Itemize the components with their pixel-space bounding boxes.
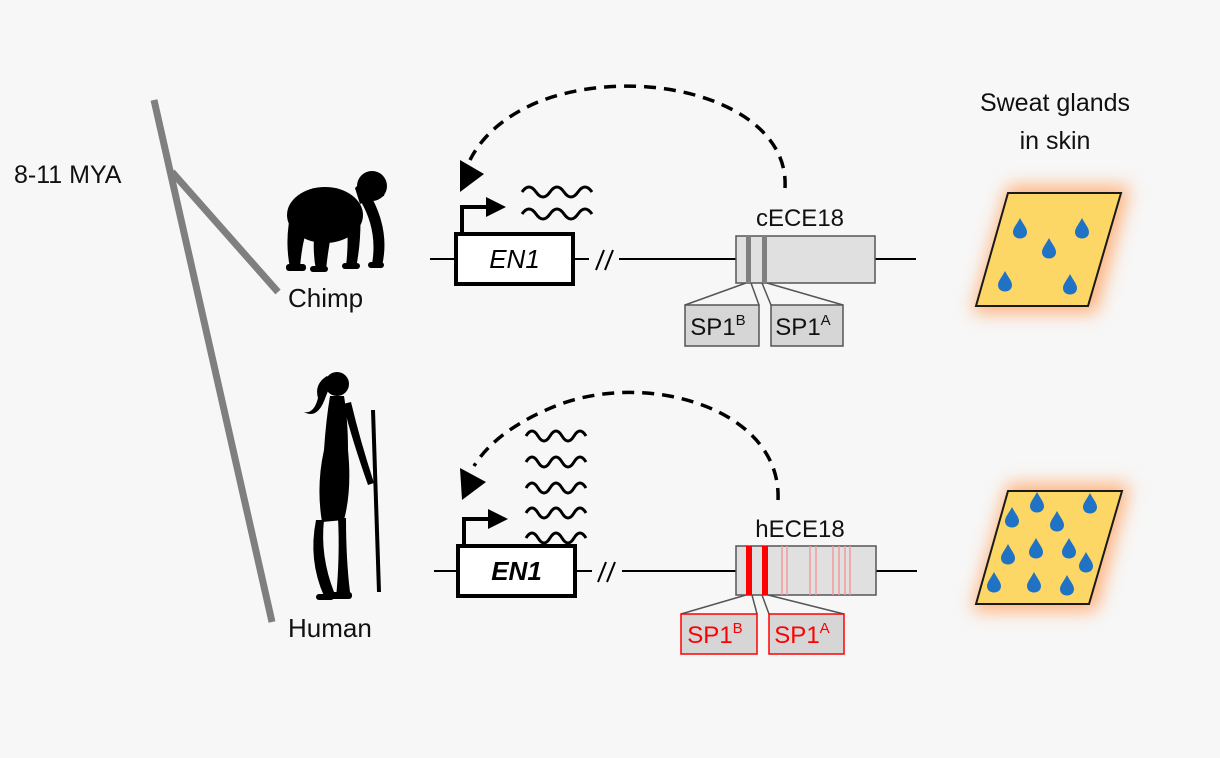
human-callout-b-left	[680, 594, 747, 615]
chimp-silhouette	[286, 171, 387, 272]
human-transcript-wave-5	[524, 531, 588, 545]
human-break-mark-1	[597, 561, 607, 583]
human-gene-label: EN1	[491, 556, 542, 586]
human-enhancer-loop-arrow	[472, 390, 780, 501]
human-sp1a-site	[762, 546, 768, 595]
skin-title-line2: in skin	[1020, 127, 1091, 155]
human-promoter-arrow	[462, 517, 490, 545]
chimp-break-mark-1	[595, 249, 605, 271]
chimp-loop-arrowhead	[460, 160, 484, 192]
human-sp1b-box	[680, 613, 758, 655]
human-skin-panel	[972, 484, 1130, 611]
human-break-gap	[592, 562, 622, 580]
skin-title-line1: Sweat glands	[980, 89, 1130, 117]
chimp-break-gap	[589, 250, 619, 268]
chimp-skin-panel	[972, 186, 1130, 313]
human-break-mark-2	[606, 561, 616, 583]
human-sp1a-label: SP1A	[774, 620, 829, 649]
human-callout-a-left	[761, 594, 770, 615]
human-callout-b-right	[751, 594, 758, 615]
chimp-break-mark-2	[604, 249, 614, 271]
chimp-callout-b-left	[684, 282, 747, 306]
chimp-sp1b-label: SP1B	[690, 312, 745, 341]
chimp-gene-box	[454, 232, 575, 286]
chimp-callout-a-left	[761, 282, 772, 306]
chimp-lineage-branch	[169, 169, 281, 295]
chimp-promoter-arrow	[460, 205, 488, 233]
human-sp1a-box	[768, 613, 845, 655]
human-transcript-wave-2	[524, 455, 588, 469]
human-transcript-wave-3	[524, 481, 588, 495]
human-sp1b-label: SP1B	[687, 620, 742, 649]
chimp-sp1a-site	[762, 236, 767, 283]
chimp-sp1a-box	[770, 304, 844, 347]
chimp-callout-b-right	[750, 282, 760, 306]
chimp-promoter-arrowhead	[486, 197, 506, 217]
chimp-enhancer-label: cECE18	[756, 205, 844, 232]
human-lineage-branch	[150, 99, 276, 623]
human-gene-box	[456, 544, 577, 598]
chimp-label: Chimp	[288, 283, 363, 313]
chimp-enhancer-loop-arrow	[468, 84, 787, 189]
human-label: Human	[288, 613, 372, 643]
chimp-sp1b-site	[746, 236, 751, 283]
divergence-time-label: 8-11 MYA	[14, 161, 122, 189]
human-substitution-marks	[781, 546, 851, 595]
human-transcript-wave-4	[524, 506, 588, 520]
human-promoter-arrowhead	[488, 509, 508, 529]
human-locus: EN1 hECE18 SP1B SP1A	[434, 390, 917, 655]
chimp-callout-a-right	[766, 282, 844, 306]
chimp-transcript-wave-1	[520, 185, 594, 199]
phylogenetic-tree	[150, 99, 281, 623]
human-callout-a-right	[767, 594, 845, 615]
chimp-gene-label: EN1	[489, 244, 540, 274]
human-loop-arrowhead	[460, 468, 486, 500]
human-silhouette	[304, 372, 381, 600]
chimp-enhancer-box	[735, 235, 876, 284]
human-transcript-wave-1	[524, 429, 588, 443]
chimp-sp1a-label: SP1A	[775, 312, 830, 341]
chimp-sp1b-box	[684, 304, 760, 347]
chimp-transcript-wave-2	[520, 207, 594, 221]
human-sp1b-site	[746, 546, 752, 595]
chimp-locus: EN1 cECE18 SP1B SP1A	[430, 84, 916, 347]
human-enhancer-label: hECE18	[755, 516, 844, 543]
human-enhancer-box	[735, 545, 877, 596]
